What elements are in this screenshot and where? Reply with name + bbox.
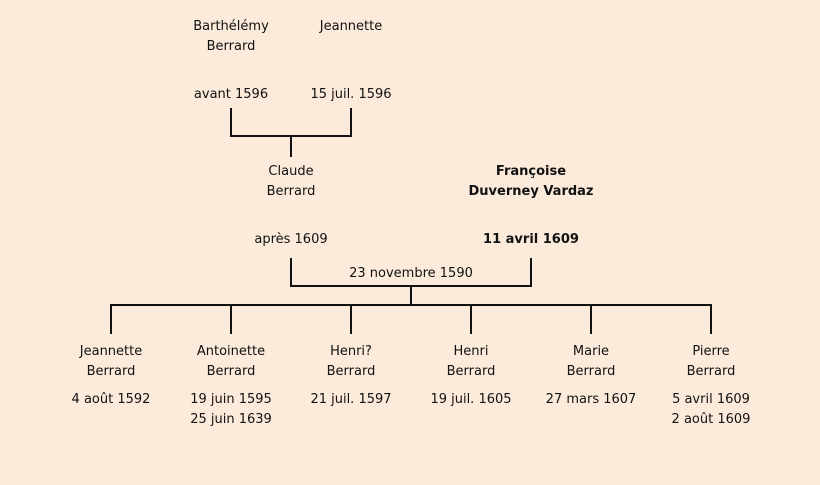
person-birth-date: 19 juil. 1605: [430, 392, 512, 407]
person-last-name: Berrard: [326, 364, 376, 379]
person-jeannette-grandmother[interactable]: Jeannette: [291, 17, 411, 37]
person-last-name: Berrard: [446, 364, 496, 379]
person-birth-date: 27 mars 1607: [545, 392, 637, 407]
person-first-name: Henri: [453, 344, 489, 359]
child-card[interactable]: Henri? Berrard 21 juil. 1597: [291, 342, 411, 410]
person-first-name: Antoinette: [196, 344, 266, 359]
person-birth-date: 19 juin 1595: [190, 392, 272, 407]
person-date: après 1609: [254, 232, 328, 247]
person-last-name: Berrard: [86, 364, 136, 379]
person-first-name: Marie: [572, 344, 610, 359]
person-birth-date: 5 avril 1609: [672, 392, 750, 407]
person-last-name: Duverney Vardaz: [468, 184, 594, 199]
person-birth-date: 4 août 1592: [71, 392, 151, 407]
person-first-name: Jeannette: [319, 19, 383, 34]
person-last-name: Berrard: [686, 364, 736, 379]
child-card[interactable]: Jeannette Berrard 4 août 1592: [51, 342, 171, 410]
person-first-name: Claude: [268, 164, 314, 179]
person-first-name: Françoise: [495, 164, 567, 179]
child-card[interactable]: Antoinette Berrard 19 juin 1595 25 juin …: [171, 342, 291, 430]
person-last-name: Berrard: [566, 364, 616, 379]
child-card[interactable]: Marie Berrard 27 mars 1607: [531, 342, 651, 410]
person-first-name: Barthélémy: [193, 19, 269, 34]
person-last-name: Berrard: [206, 364, 256, 379]
person-death-date: 2 août 1609: [671, 412, 751, 427]
person-date: avant 1596: [193, 87, 269, 102]
person-claude[interactable]: Claude Berrard: [231, 162, 351, 202]
person-birth-date: 21 juil. 1597: [310, 392, 392, 407]
person-last-name: Berrard: [266, 184, 316, 199]
person-last-name: Berrard: [206, 39, 256, 54]
person-first-name: Henri?: [330, 344, 372, 359]
person-first-name: Pierre: [692, 344, 730, 359]
person-date: 15 juil. 1596: [310, 87, 392, 102]
person-date: 11 avril 1609: [483, 232, 579, 247]
person-first-name: Jeannette: [79, 344, 143, 359]
person-death-date: 25 juin 1639: [190, 412, 272, 427]
child-card[interactable]: Henri Berrard 19 juil. 1605: [411, 342, 531, 410]
person-barthelemy[interactable]: Barthélémy Berrard: [171, 17, 291, 57]
marriage-date: 23 novembre 1590: [349, 266, 473, 281]
child-card[interactable]: Pierre Berrard 5 avril 1609 2 août 1609: [651, 342, 771, 430]
person-francoise[interactable]: Françoise Duverney Vardaz: [451, 162, 611, 202]
